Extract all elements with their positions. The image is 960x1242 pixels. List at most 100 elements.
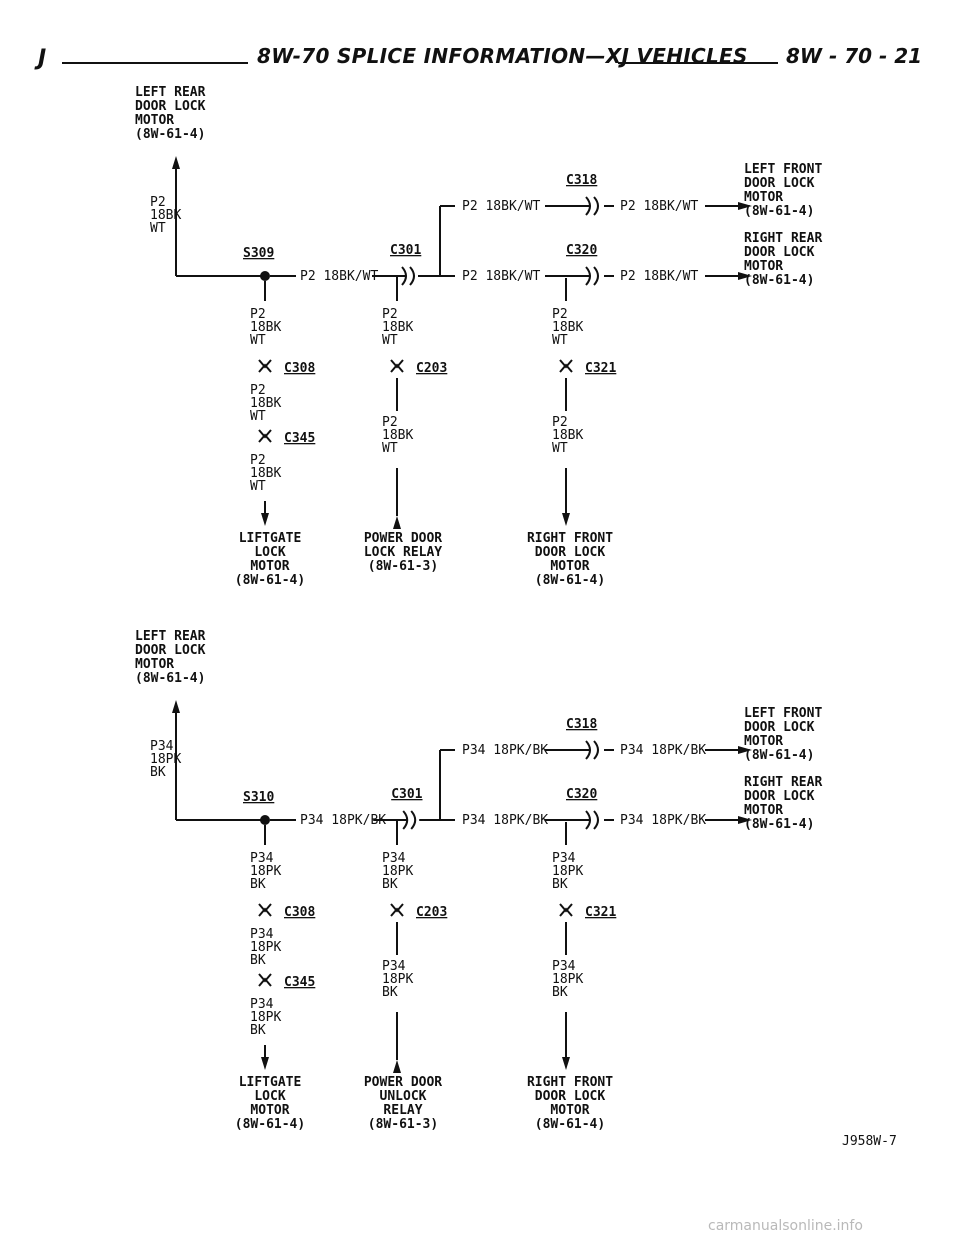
wire-id-rf-drop-1-line: BK [552,877,568,892]
left-rear-door-lock-motor-line: MOTOR [135,113,174,128]
left-rear-door-lock-motor-line: DOOR LOCK [135,99,206,114]
wire-id-splice-drop-1-line: WT [250,333,266,348]
right-rear-door-lock-motor-line: MOTOR [744,259,783,274]
inline-connector-icon [258,359,272,373]
power-door-lock-relay-line: POWER DOOR [364,1075,442,1090]
wire-id-splice-drop-2-line: P34 [250,927,274,942]
connector-label-c301: C301 [391,787,422,802]
wire-label-main-a: P34 18PK/BK [300,813,386,828]
wire-id-splice-drop-1-line: P34 [250,851,274,866]
watermark-text: carmanualsonline.info [708,1218,863,1234]
inline-connector-icon [585,196,599,216]
wire-id-rf-drop-2-line: P34 [552,959,576,974]
arrow-right-icon [738,816,752,824]
wire-id-splice-drop-3-line: P2 [250,453,266,468]
left-front-door-lock-motor-line: (8W-61-4) [744,204,814,219]
liftgate-lock-motor-line: LIFTGATE [239,531,302,546]
right-rear-door-lock-motor-line: MOTOR [744,803,783,818]
liftgate-lock-motor-line: MOTOR [250,559,289,574]
wire-id-rf-drop-1-line: P34 [552,851,576,866]
left-front-door-lock-motor-line: LEFT FRONT [744,162,822,177]
left-front-door-lock-motor-line: DOOR LOCK [744,720,815,735]
wire-id-left-rear-line: P34 [150,739,174,754]
wire-id-relay-drop-2-line: 18PK [382,972,413,987]
wire-id-splice-drop-1-line: P2 [250,307,266,322]
wire-label-lower-b: P34 18PK/BK [620,813,706,828]
connector-label-c318: C318 [566,173,597,188]
left-rear-door-lock-motor-line: (8W-61-4) [135,127,205,142]
wire-id-rf-drop-2-line: WT [552,441,568,456]
inline-connector-icon [585,810,599,830]
right-front-door-lock-motor-line: (8W-61-4) [535,573,605,588]
connector-label-c320: C320 [566,787,597,802]
wire-id-relay-drop-1-line: P34 [382,851,406,866]
arrow-right-icon [738,746,752,754]
right-rear-door-lock-motor-line: RIGHT REAR [744,231,822,246]
arrow-right-icon [738,272,752,280]
right-front-door-lock-motor-line: RIGHT FRONT [527,1075,613,1090]
arrow-down-icon [562,1057,570,1070]
wire-id-rf-drop-2-line: BK [552,985,568,1000]
liftgate-lock-motor-line: LOCK [254,1089,285,1104]
arrow-down-icon [261,513,269,526]
inline-connector-icon [585,266,599,286]
wire-label-main-a: P2 18BK/WT [300,269,378,284]
left-rear-door-lock-motor-line: MOTOR [135,657,174,672]
wire-id-relay-drop-1-line: 18PK [382,864,413,879]
power-door-lock-relay-line: RELAY [383,1103,422,1118]
right-front-door-lock-motor-line: DOOR LOCK [535,545,606,560]
inline-connector-icon [559,359,573,373]
inline-connector-icon [402,810,417,830]
connector-label-c203: C203 [416,905,447,920]
right-front-door-lock-motor-line: (8W-61-4) [535,1117,605,1132]
wire-id-splice-drop-2-line: BK [250,953,266,968]
splice-label: S310 [243,790,274,805]
wire-id-rf-drop-2-line: 18PK [552,972,583,987]
right-rear-door-lock-motor-line: (8W-61-4) [744,817,814,832]
wire-label-upper-a: P34 18PK/BK [462,743,548,758]
connector-label-c320: C320 [566,243,597,258]
inline-connector-icon [258,973,272,987]
inline-connector-icon [559,903,573,917]
wire-id-relay-drop-2-line: BK [382,985,398,1000]
power-door-lock-relay-line: POWER DOOR [364,531,442,546]
left-rear-door-lock-motor-line: (8W-61-4) [135,671,205,686]
wire-id-relay-drop-2-line: P34 [382,959,406,974]
header-rule-left [62,62,248,64]
connector-label-c203: C203 [416,361,447,376]
wire-label-upper-b: P34 18PK/BK [620,743,706,758]
arrow-up-icon [393,516,401,529]
right-front-door-lock-motor-line: DOOR LOCK [535,1089,606,1104]
arrow-down-icon [562,513,570,526]
right-rear-door-lock-motor-line: DOOR LOCK [744,245,815,260]
power-door-lock-relay-line: (8W-61-3) [368,1117,438,1132]
wire-id-rf-drop-1-line: WT [552,333,568,348]
liftgate-lock-motor-line: LIFTGATE [239,1075,302,1090]
figure-id: J958W-7 [842,1134,897,1149]
wire-id-relay-drop-1-line: WT [382,333,398,348]
wire-id-splice-drop-3-line: 18PK [250,1010,281,1025]
wire-id-relay-drop-1-line: P2 [382,307,398,322]
wire-id-left-rear-line: P2 [150,195,166,210]
inline-connector-icon [585,740,599,760]
header-rule-right [618,62,778,64]
left-rear-door-lock-motor-line: LEFT REAR [135,629,206,644]
wire-label-upper-a: P2 18BK/WT [462,199,540,214]
wire-label-lower-a: P34 18PK/BK [462,813,548,828]
wire-id-rf-drop-1-line: P2 [552,307,568,322]
